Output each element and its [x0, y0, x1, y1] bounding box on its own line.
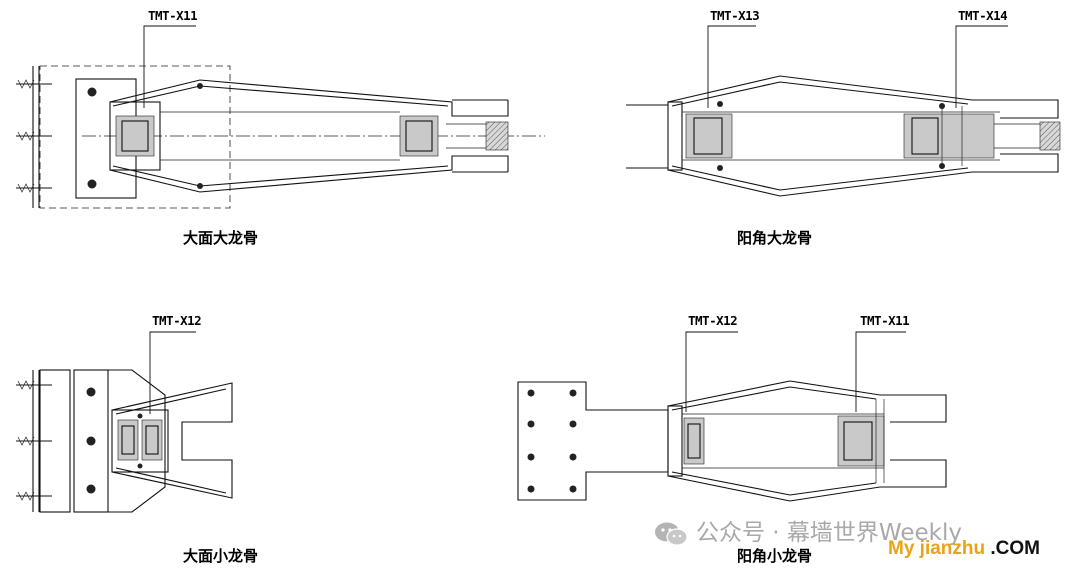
leader-line [955, 25, 1008, 108]
diagram-caption: 大面大龙骨 [183, 229, 258, 247]
profile-tag: TMT-X14 [958, 8, 1007, 23]
wechat-icon [655, 522, 688, 546]
wall-anchors [16, 370, 52, 512]
keel-body [111, 382, 233, 499]
leader-line [685, 331, 738, 412]
keel-body [109, 79, 509, 193]
profile-tag: TMT-X13 [710, 8, 759, 23]
wall-anchors [16, 66, 52, 208]
embedded-plate-outline [39, 65, 231, 209]
site-logo-domain: .COM [990, 538, 1041, 559]
watermark: 公众号 · 幕墙世界Weekly [654, 513, 962, 547]
diagram-caption: 大面小龙骨 [183, 547, 258, 565]
profile-tag: TMT-X11 [148, 8, 197, 23]
watermark-text: 公众号 · 幕墙世界Weekly [696, 520, 962, 546]
diagram-caption: 阳角小龙骨 [737, 547, 812, 565]
keel-body [667, 380, 947, 502]
leader-line [855, 331, 906, 412]
profile-tag: TMT-X12 [688, 313, 737, 328]
profile-tag: TMT-X12 [152, 313, 201, 328]
diagram-corner-small-keel: TMT-X12 TMT-X11 阳角小龙骨 [517, 313, 947, 565]
diagram-large-face-large-keel: TMT-X11 大面大龙骨 [16, 8, 545, 247]
leader-line [149, 331, 196, 414]
leader-line [143, 25, 196, 108]
diagram-caption: 阳角大龙骨 [737, 229, 812, 247]
diagram-corner-large-keel: TMT-X13 TMT-X14 阳角大龙骨 [626, 8, 1061, 247]
keel-body [667, 75, 1061, 197]
leader-line [707, 25, 756, 108]
base-plate [73, 369, 109, 513]
plate-bolts [527, 389, 577, 493]
site-logo-name: My jianzhu [888, 538, 986, 559]
site-logo: My jianzhu .COM [888, 538, 1040, 560]
base-plate [517, 381, 669, 501]
diagram-large-face-small-keel: TMT-X12 大面小龙骨 [16, 313, 258, 565]
profile-tag: TMT-X11 [860, 313, 909, 328]
